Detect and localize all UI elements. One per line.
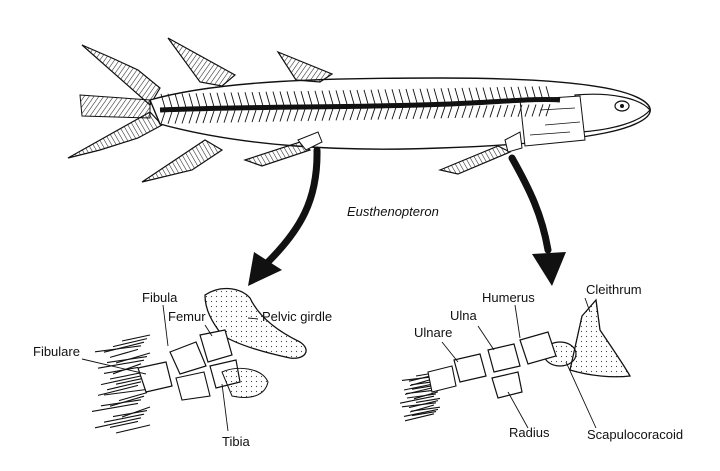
pelvic-radials: [91, 334, 151, 434]
label-fibula: Fibula: [142, 290, 178, 305]
pelvic-radial-bone: [175, 371, 211, 401]
pectoral-leader-lines: [441, 297, 597, 429]
pelvic-fin: [243, 141, 312, 167]
caudal-fin-lower: [67, 111, 163, 159]
label-ulna: Ulna: [450, 308, 477, 323]
pectoral-fin: [438, 145, 512, 175]
label-radius: Radius: [509, 425, 550, 440]
label-scapulocoracoid: Scapulocoracoid: [587, 427, 684, 442]
arrow-pelvic: [248, 146, 321, 286]
humerus-bone: [519, 331, 557, 365]
radius-bone: [491, 371, 523, 399]
pelvic-scale: [221, 367, 269, 398]
label-tibia: Tibia: [222, 434, 250, 449]
anal-fin: [141, 139, 224, 183]
opercular-bones: [519, 95, 586, 147]
label-ulnare: Ulnare: [414, 325, 453, 340]
pelvic-fin-detail: [81, 287, 307, 434]
pelvic-girdle-small: [297, 131, 323, 151]
fibula-bone: [169, 341, 207, 375]
arrow-pectoral: [508, 154, 566, 286]
dorsal-fin-1: [167, 37, 237, 87]
cleithrum-bone: [569, 298, 632, 378]
skull: [574, 93, 651, 133]
caudal-fin: [81, 44, 161, 106]
diagram-title: Eusthenopteron: [347, 204, 439, 219]
shoulder-girdle-small: [504, 131, 523, 153]
pupil: [620, 104, 624, 108]
caudal-lobe: [79, 94, 151, 119]
head-bone-lines: [529, 107, 581, 136]
label-fibulare: Fibulare: [33, 344, 80, 359]
ulnare-bone: [453, 353, 487, 383]
vertebral-spines: [160, 86, 551, 125]
vertebral-column: [159, 96, 561, 113]
pectoral-radial-bone: [427, 365, 457, 393]
label-cleithrum: Cleithrum: [586, 282, 642, 297]
label-humerus: Humerus: [482, 290, 535, 305]
femur-bone: [199, 329, 233, 363]
pelvic-leader-lines: [81, 304, 259, 432]
pectoral-fin-detail: [399, 297, 632, 429]
dorsal-fin-2: [276, 50, 334, 83]
fish-skeleton: [67, 37, 651, 183]
label-femur: Femur: [168, 309, 206, 324]
fibulare-bone: [137, 361, 173, 393]
ulna-bone: [487, 343, 521, 373]
label-pelvic-girdle: Pelvic girdle: [262, 309, 333, 324]
